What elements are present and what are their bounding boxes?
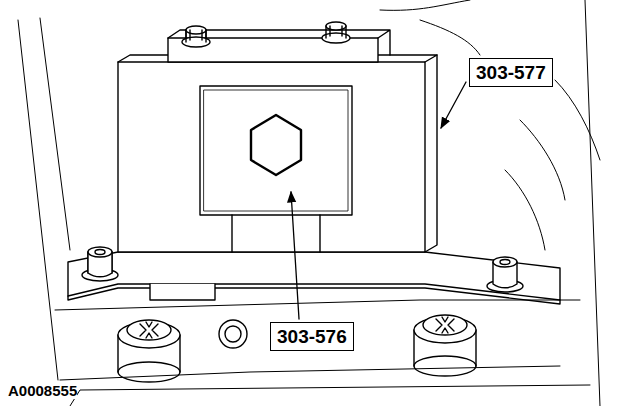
callout-number: 303-576 (270, 322, 354, 351)
callout-number: 303-577 (469, 58, 553, 87)
figure-code: A0008555 (8, 382, 77, 399)
